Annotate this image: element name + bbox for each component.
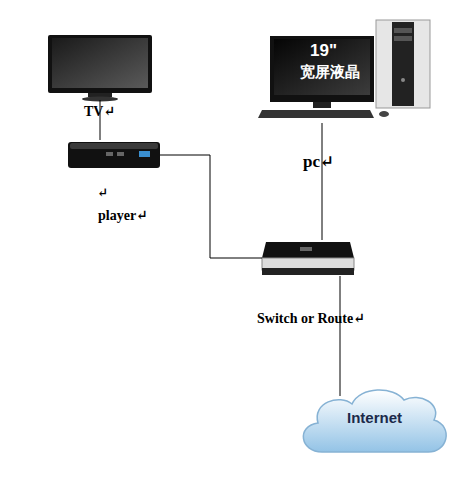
switch-illustration	[262, 242, 354, 275]
device-label: pc↵	[303, 153, 334, 172]
device-label: TV↵	[84, 104, 115, 119]
device-label: 19"	[310, 42, 337, 61]
switch-device: Switch or Route↵	[262, 240, 354, 276]
network-cable	[340, 276, 341, 396]
tv-device: TV↵	[48, 35, 152, 100]
return-mark: ↵	[97, 186, 108, 200]
player-illustration	[68, 142, 160, 168]
device-label: Internet	[302, 410, 447, 427]
internet-cloud-node: Internet	[302, 396, 447, 454]
player-device: player↵	[68, 140, 160, 170]
pc-device: 19"宽屏液晶pc↵	[268, 18, 433, 123]
device-label: Switch or Route↵	[257, 311, 365, 326]
network-cable	[322, 123, 323, 240]
device-label: 宽屏液晶	[300, 64, 360, 81]
pc-illustration	[258, 20, 430, 118]
device-label: player↵	[98, 208, 148, 223]
tv-illustration	[48, 35, 152, 102]
network-cable	[160, 155, 262, 258]
